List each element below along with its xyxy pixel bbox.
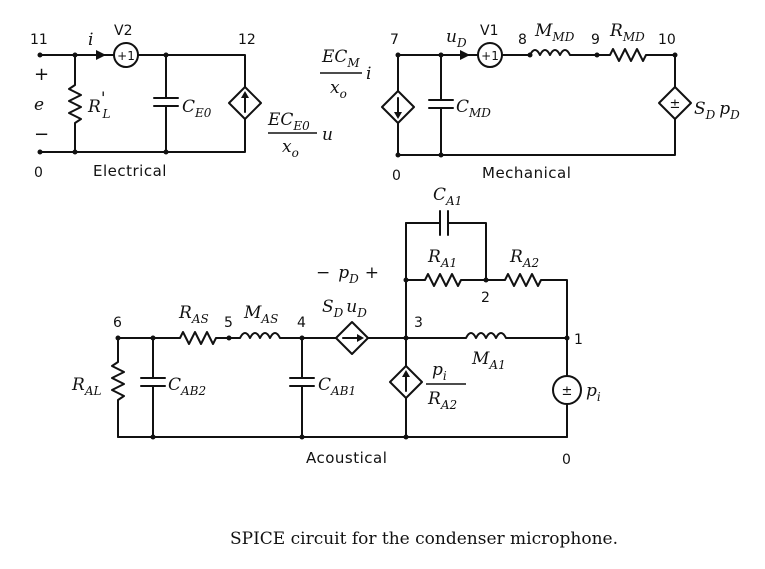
ras-label: RAS [178,303,209,326]
node-6-label: 6 [113,315,122,331]
node-11-label: 11 [30,32,48,48]
rl-label: R'L [87,89,111,121]
current-i-label: i [88,30,93,50]
pi-ra2-denominator: RA2 [427,389,457,412]
mmd-label: MMD [534,21,575,44]
electrical-dep-denominator: xo [282,137,299,160]
rmd-label: RMD [609,21,645,44]
current-arrow [96,50,106,60]
cab2-label: CAB2 [168,375,206,398]
pd-label: −pD+ [316,263,379,286]
cab1-label: CAB1 [318,375,356,398]
ra1-label: RA1 [427,247,457,270]
cmd-label: CMD [456,97,491,120]
v2-label: V2 [114,23,132,39]
node-3-label: 3 [414,315,423,331]
acou-pm-sign: ± [562,384,573,399]
mech-dep-variable: i [366,64,371,84]
node-7-label: 7 [390,32,399,48]
minus-sign: − [34,124,49,145]
ra2-label: RA2 [509,247,539,270]
electrical-section-label: Electrical [93,162,167,180]
node-1-label: 1 [574,332,583,348]
node-0-electrical-label: 0 [34,165,43,181]
node-10-label: 10 [658,32,676,48]
figure-caption: SPICE circuit for the condenser micropho… [230,529,618,549]
electrical-circuit: +1 11 12 0 V2 i + e − R'L CE0 ECE0 xo u … [30,23,333,181]
acoustical-section-label: Acoustical [306,449,387,467]
electrical-dep-numerator: ECE0 [267,110,310,133]
pi-ra2-numerator: pi [432,360,447,383]
mas-label: MAS [243,303,278,326]
electrical-dep-variable: u [322,125,333,145]
mech-dep-numerator: ECM [321,47,360,70]
node-4-label: 4 [297,315,306,331]
node-9-label: 9 [591,32,600,48]
acoustical-circuit: ± 6 5 4 3 2 1 0 CA1 RA1 RA2 −pD+ RAS MAS… [71,185,601,468]
ral-label: RAL [71,375,101,398]
ma1-label: MA1 [471,349,506,372]
ce0-label: CE0 [182,97,212,120]
velocity-arrow [460,50,470,60]
mech-pm-sign: ± [670,97,681,112]
v1-label: V1 [480,23,498,39]
mech-dep-denominator: xo [330,78,347,101]
ca1-label: CA1 [433,185,462,208]
mechanical-section-label: Mechanical [482,164,571,182]
node-12-label: 12 [238,32,256,48]
v2-plus-one: +1 [117,49,135,63]
v1-plus-one: +1 [481,49,499,63]
voltage-e-label: e [34,95,44,115]
velocity-ud-label: uD [446,27,467,50]
node-0-acoustical-label: 0 [562,452,571,468]
node-2-label: 2 [481,290,490,306]
node-0-mechanical-label: 0 [392,168,401,184]
pi-source-label: pi [586,381,601,404]
node-8-label: 8 [518,32,527,48]
plus-sign: + [34,64,49,85]
node-5-label: 5 [224,315,233,331]
